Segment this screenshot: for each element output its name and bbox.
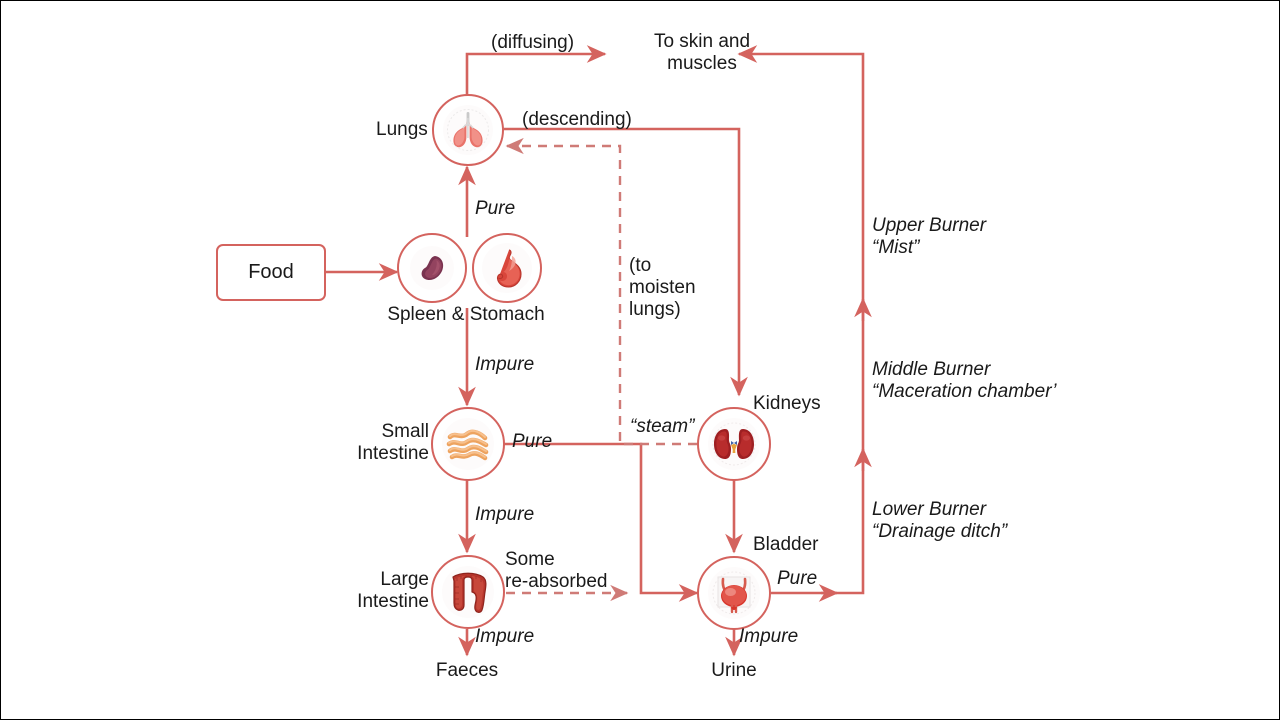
node-food-label: Food (248, 261, 294, 283)
node-skin-muscles-label: To skin and muscles (653, 31, 751, 74)
bladder-icon (708, 567, 760, 619)
edge-label-steam: “steam” (630, 416, 695, 437)
node-kidneys[interactable] (697, 407, 771, 481)
edge-label-impure-li: Impure (475, 626, 535, 647)
node-urine-label: Urine (711, 660, 757, 681)
edge-lungs-to-skin (465, 45, 607, 98)
node-lungs[interactable] (432, 94, 504, 166)
small-intestine-icon (442, 418, 494, 470)
edge-label-descending: (descending) (522, 109, 632, 130)
burner-label-middle: Middle Burner “Maceration chamber’ (872, 359, 1057, 402)
node-food[interactable]: Food (216, 244, 326, 301)
edge-label-to-moisten-lungs: (to moisten lungs) (629, 255, 696, 320)
node-stomach[interactable] (472, 233, 542, 303)
stomach-icon (482, 243, 532, 293)
edge-label-some-reabsorbed: Some re-absorbed (505, 549, 608, 592)
edge-label-diffusing: (diffusing) (491, 32, 575, 53)
edge-label-pure-bladder: Pure (777, 568, 818, 589)
node-large-intestine-label: Large Intestine (357, 569, 429, 612)
node-small-intestine-label: Small Intestine (357, 421, 429, 464)
node-bladder-label: Bladder (753, 534, 819, 555)
node-faeces-label: Faeces (435, 660, 499, 681)
edge-label-impure-si-li: Impure (475, 504, 535, 525)
edge-label-impure-bladder: Impure (739, 626, 799, 647)
edge-label-pure-lungs: Pure (475, 198, 516, 219)
node-spleen[interactable] (397, 233, 467, 303)
lungs-icon (443, 105, 493, 155)
kidneys-icon (708, 418, 760, 470)
large-intestine-icon (442, 566, 494, 618)
node-bladder[interactable] (697, 556, 771, 630)
node-lungs-label: Lungs (376, 119, 428, 140)
node-spleen-stomach-label: Spleen & Stomach (387, 304, 545, 325)
burner-label-upper: Upper Burner “Mist” (872, 215, 987, 258)
edge-label-impure-stomach-si: Impure (475, 354, 535, 375)
node-small-intestine[interactable] (431, 407, 505, 481)
burner-label-lower: Lower Burner “Drainage ditch” (872, 499, 1008, 542)
node-kidneys-label: Kidneys (753, 393, 821, 414)
node-large-intestine[interactable] (431, 555, 505, 629)
edge-label-pure-si: Pure (512, 431, 553, 452)
edge-right-rail (737, 45, 865, 595)
spleen-icon (410, 246, 454, 290)
